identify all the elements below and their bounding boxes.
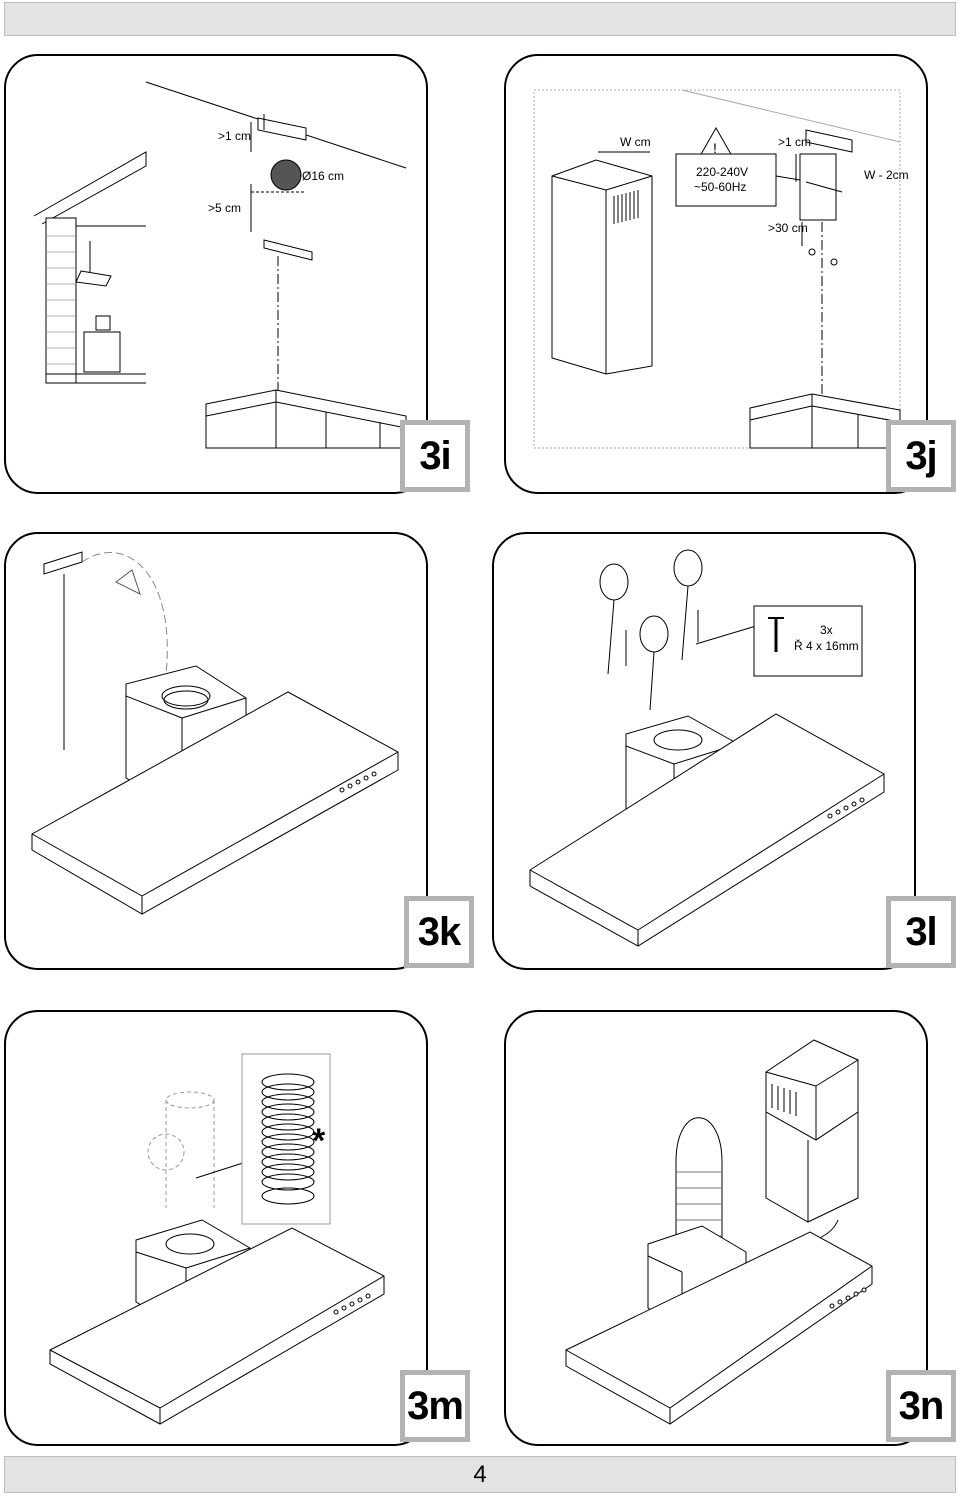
step-badge-3j: 3j: [886, 420, 956, 492]
panel-3l: 3x Ř 4 x 16mm 3l: [492, 532, 956, 970]
voltage-label: 220-240V: [696, 165, 748, 179]
panel-3m: * 3m: [4, 1010, 470, 1446]
step-badge-3m: 3m: [400, 1370, 470, 1442]
diameter-label: Ø16 cm: [302, 169, 344, 183]
illustration-3l: 3x Ř 4 x 16mm: [529, 549, 885, 947]
svg-text:!: !: [713, 140, 717, 156]
illustration-3i: >1 cm Ø16 cm >5 cm: [33, 81, 407, 449]
step-id-3m: 3m: [405, 1375, 465, 1437]
gap-top-label: >1 cm: [778, 135, 811, 149]
illustration-3n: [565, 1039, 873, 1425]
illustration-3k: [31, 551, 399, 915]
gap-side-label: >5 cm: [208, 201, 241, 215]
step-badge-3k: 3k: [404, 896, 474, 968]
step-badge-3i: 3i: [400, 420, 470, 492]
step-id-3n: 3n: [891, 1375, 951, 1437]
step-id-3i: 3i: [405, 425, 465, 487]
width-label: W cm: [620, 135, 651, 149]
step-id-3k: 3k: [409, 901, 469, 963]
panel-3j: ! W cm >1 cm 220-240V ~50-60Hz W - 2cm >…: [504, 54, 956, 494]
step-badge-3n: 3n: [886, 1370, 956, 1442]
width-minus-label: W - 2cm: [864, 168, 909, 182]
page-number: 4: [473, 1461, 487, 1488]
footer-bar: [4, 1456, 956, 1493]
screw-count-label: 3x: [820, 623, 833, 637]
panel-3i: >1 cm Ø16 cm >5 cm 3i: [4, 54, 470, 494]
step-id-3l: 3l: [891, 901, 951, 963]
frequency-label: ~50-60Hz: [694, 180, 746, 194]
gap-top-label: >1 cm: [218, 129, 251, 143]
screw-size-label: Ř 4 x 16mm: [794, 638, 859, 653]
step-id-3j: 3j: [891, 425, 951, 487]
gap-label: >30 cm: [768, 221, 808, 235]
illustration-3m: *: [49, 1053, 385, 1425]
panel-3n: 3n: [504, 1010, 956, 1446]
illustration-3j: ! W cm >1 cm 220-240V ~50-60Hz W - 2cm >…: [533, 89, 909, 449]
optional-mark: *: [312, 1122, 326, 1160]
header-bar: [4, 2, 956, 36]
step-badge-3l: 3l: [886, 896, 956, 968]
panel-3k: 3k: [4, 532, 474, 970]
